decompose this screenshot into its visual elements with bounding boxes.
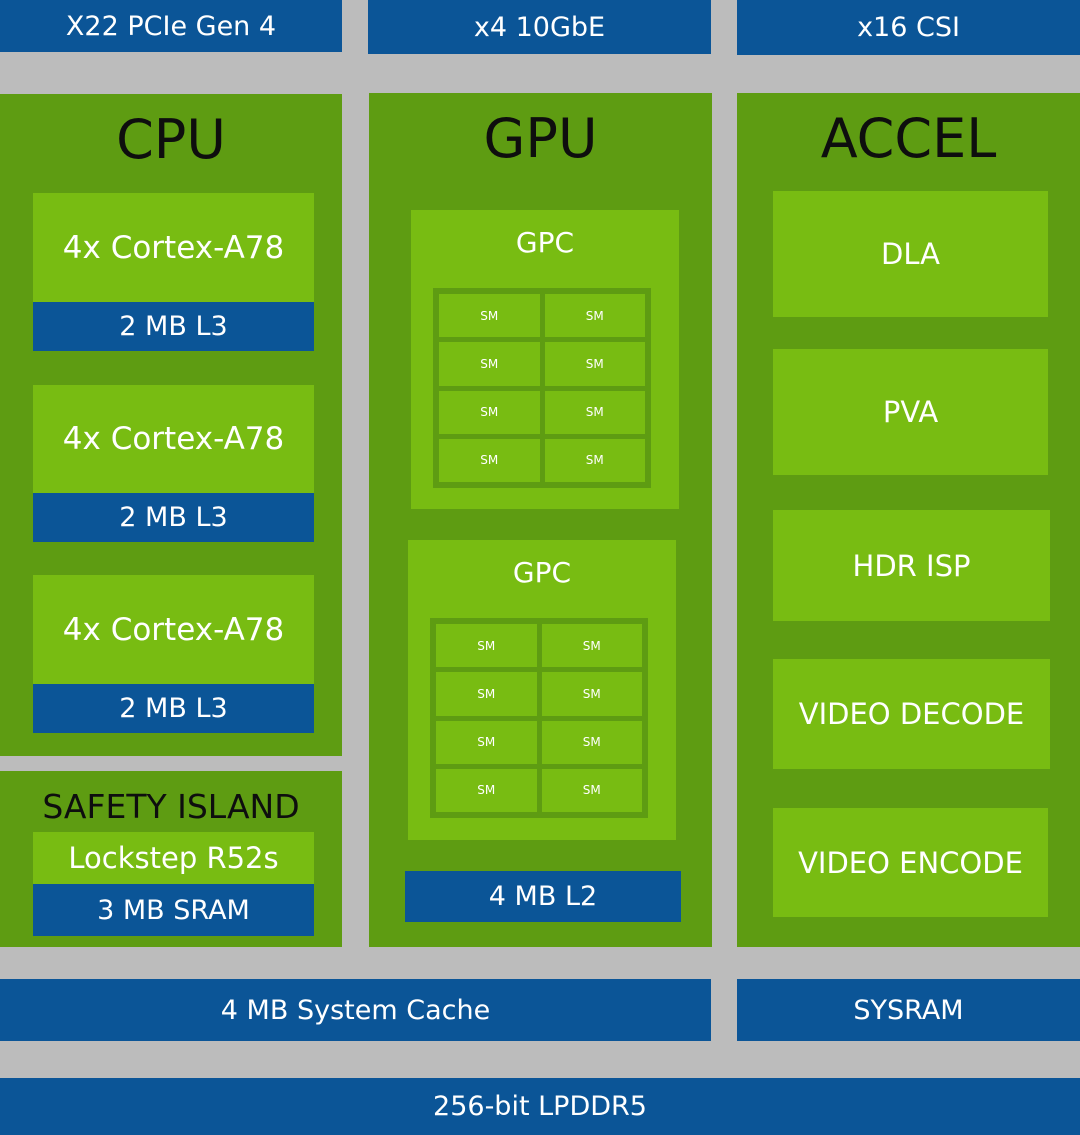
sm-unit: SM [439,342,540,386]
lockstep-core: Lockstep R52s [33,832,314,884]
accel-hdr-isp: HDR ISP [773,510,1050,621]
accel-title: ACCEL [820,107,997,170]
accel-video-encode: VIDEO ENCODE [773,808,1048,917]
sm-unit: SM [544,342,645,386]
safety-sram: 3 MB SRAM [33,884,314,936]
sm-unit: SM [436,624,537,668]
sm-unit: SM [439,294,540,338]
csi-label: x16 CSI [857,12,960,43]
sm-unit: SM [436,720,537,764]
ethernet-block: x4 10GbE [368,0,711,54]
sm-unit: SM [541,768,642,812]
cpu-cluster-3-core: 4x Cortex-A78 [33,575,314,684]
csi-block: x16 CSI [737,0,1080,55]
sm-unit: SM [541,672,642,716]
pcie-block: X22 PCIe Gen 4 [0,0,342,52]
gpc-1-sm-grid: SM SM SM SM SM SM SM SM [433,288,651,488]
sm-unit: SM [436,672,537,716]
cpu-cluster-2-core: 4x Cortex-A78 [33,385,314,493]
gpc-2: GPC SM SM SM SM SM SM SM SM [408,540,676,840]
cpu-title: CPU [116,108,226,171]
safety-island-title: SAFETY ISLAND [42,787,300,826]
ethernet-label: x4 10GbE [473,11,606,43]
lpddr5-memory: 256-bit LPDDR5 [0,1078,1080,1135]
sysram: SYSRAM [737,979,1080,1041]
accel-pva: PVA [773,349,1048,475]
cpu-cluster-2-cache: 2 MB L3 [33,493,314,542]
cpu-cluster-1-cache: 2 MB L3 [33,302,314,351]
gpc-2-sm-grid: SM SM SM SM SM SM SM SM [430,618,648,818]
sm-unit: SM [439,390,540,434]
sm-unit: SM [436,768,537,812]
gpc-1-label: GPC [515,226,575,259]
accel-video-decode: VIDEO DECODE [773,659,1050,769]
gpc-1: GPC SM SM SM SM SM SM SM SM [411,210,679,509]
sm-unit: SM [544,294,645,338]
sm-unit: SM [541,720,642,764]
gpu-l2-cache: 4 MB L2 [405,871,681,922]
gpu-title: GPU [483,107,598,170]
cpu-cluster-1-core: 4x Cortex-A78 [33,193,314,302]
sm-unit: SM [544,390,645,434]
sm-unit: SM [541,624,642,668]
pcie-label: X22 PCIe Gen 4 [65,10,277,42]
accel-dla: DLA [773,191,1048,317]
cpu-cluster-3-cache: 2 MB L3 [33,684,314,733]
sm-unit: SM [439,438,540,482]
system-cache: 4 MB System Cache [0,979,711,1041]
gpc-2-label: GPC [512,556,572,589]
sm-unit: SM [544,438,645,482]
